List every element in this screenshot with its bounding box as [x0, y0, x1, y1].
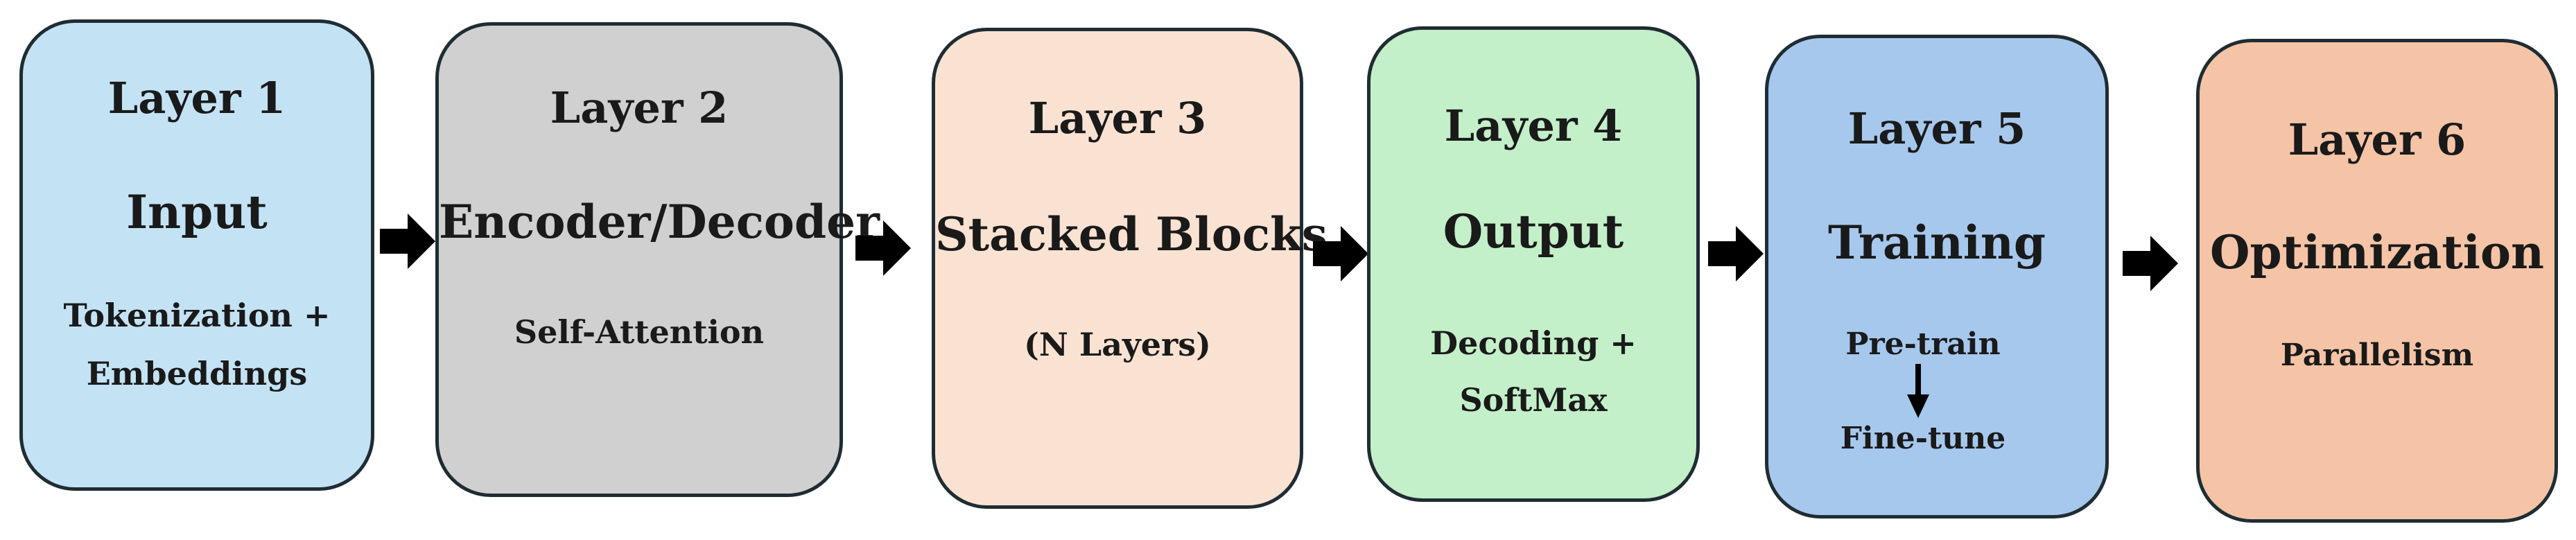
- layer-4-label: Layer 4: [1444, 101, 1623, 151]
- layer-6-detail-line-1: Parallelism: [2280, 338, 2474, 373]
- layer-1-box: Layer 1 Input Tokenization + Embeddings: [19, 19, 374, 491]
- layer-2-label: Layer 2: [550, 82, 729, 133]
- flow-arrow-5-icon: [2123, 236, 2178, 291]
- layer-2-title: Encoder/Decoder: [439, 195, 880, 249]
- layer-6-title: Optimization: [2210, 225, 2544, 279]
- flow-arrow-4-icon: [1708, 226, 1764, 281]
- layer-3-title: Stacked Blocks: [935, 207, 1328, 261]
- flow-arrow-1-icon: [380, 214, 435, 269]
- flow-arrow-2-icon: [855, 220, 911, 276]
- layer-1-detail-line-2: Embeddings: [86, 355, 308, 392]
- layer-1-label: Layer 1: [107, 73, 286, 123]
- layer-3-detail-line-1: (N Layers): [1024, 326, 1211, 363]
- layer-6-box: Layer 6 Optimization Parallelism: [2196, 39, 2558, 523]
- layer-4-detail-line-2: SoftMax: [1459, 381, 1608, 419]
- layer-2-detail-line-1: Self-Attention: [514, 313, 765, 351]
- layer-5-title: Training: [1827, 216, 2046, 270]
- layer-5-label: Layer 5: [1847, 103, 2026, 154]
- layer-4-box: Layer 4 Output Decoding + SoftMax: [1367, 26, 1700, 502]
- layer-3-label: Layer 3: [1028, 93, 1207, 143]
- flow-arrow-3-icon: [1313, 226, 1368, 281]
- layer-4-detail-line-1: Decoding +: [1430, 324, 1637, 362]
- layer-5-step-pretrain: Pre-train: [1845, 326, 2001, 362]
- layer-5-step-finetune: Fine-tune: [1840, 421, 2006, 456]
- layer-6-label: Layer 6: [2288, 114, 2466, 165]
- layer-3-box: Layer 3 Stacked Blocks (N Layers): [932, 28, 1328, 509]
- layer-2-box: Layer 2 Encoder/Decoder Self-Attention: [435, 22, 880, 497]
- arrow-down-icon: [1907, 364, 1929, 418]
- layer-5-box: Layer 5 Training Pre-train Fine-tune: [1765, 35, 2109, 519]
- layer-4-title: Output: [1443, 204, 1624, 259]
- layer-1-detail-line-1: Tokenization +: [63, 297, 331, 334]
- layer-1-title: Input: [126, 185, 268, 239]
